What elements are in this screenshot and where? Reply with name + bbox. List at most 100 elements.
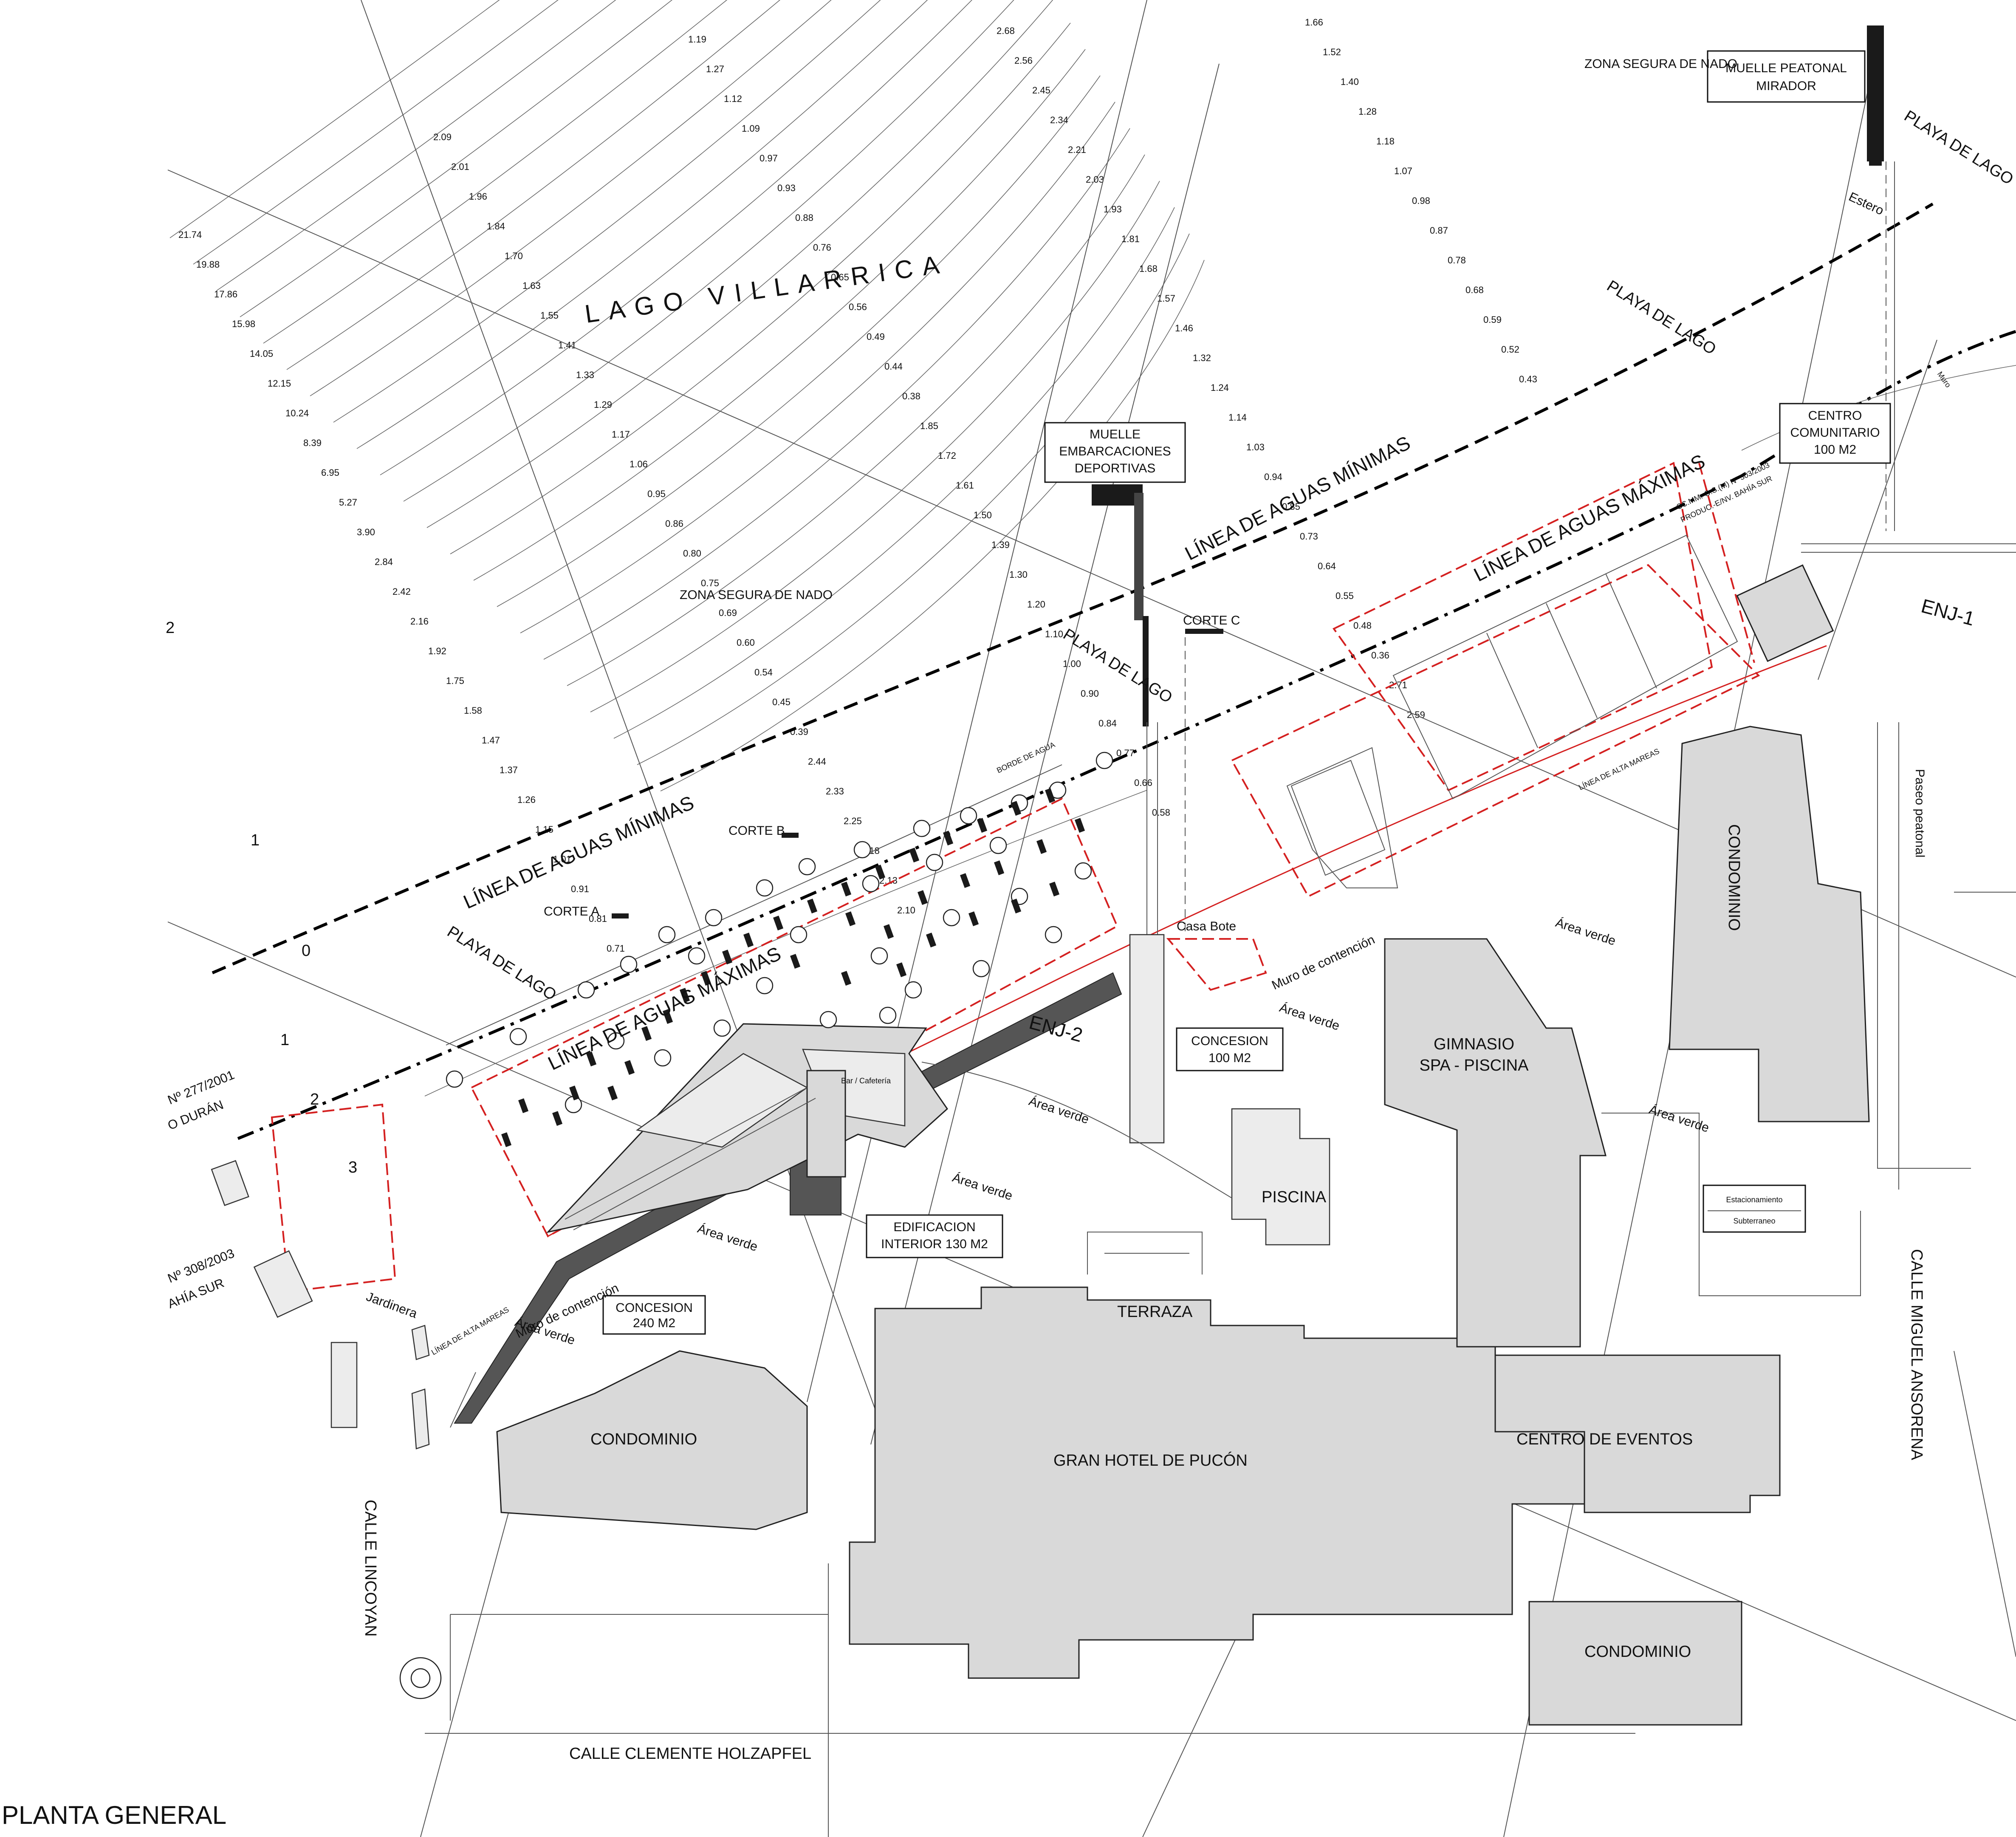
depth-reading: 0.49 — [867, 331, 885, 342]
depth-reading: 1.29 — [594, 399, 612, 410]
contour-line — [660, 260, 1205, 791]
depth-reading: 0.91 — [571, 884, 589, 894]
depth-reading: 0.80 — [683, 548, 701, 559]
borde-agua-label: BORDE DE AGUA — [995, 740, 1056, 775]
decreto-left-3: Nº 308/2003 — [166, 1246, 236, 1286]
contour-line — [613, 207, 1175, 739]
contour-line — [543, 128, 1130, 660]
contour-line — [380, 0, 973, 475]
depth-reading: 2.42 — [392, 586, 411, 597]
depth-reading: 0.97 — [760, 153, 778, 164]
beach-table — [807, 899, 818, 914]
umbrella-icon — [913, 820, 931, 837]
depth-reading: 1.47 — [482, 735, 500, 746]
depth-reading: 2.01 — [451, 161, 469, 172]
umbrella-icon — [943, 909, 960, 927]
muelle-peatonal-label-1: MUELLE PEATONAL — [1725, 61, 1847, 75]
concesion-100-label-1: CONCESION — [1191, 1034, 1268, 1048]
beach-table — [1045, 788, 1056, 803]
depth-reading: 1.70 — [505, 251, 523, 261]
depth-reading: 1.50 — [974, 510, 992, 520]
condominio-label-1: CONDOMINIO — [590, 1430, 697, 1448]
depth-reading: 0.75 — [701, 578, 719, 588]
casa-bote-label: Casa Bote — [1177, 919, 1236, 933]
beach-table — [641, 1026, 652, 1041]
depth-reading: 0.64 — [1318, 561, 1336, 571]
beach-table — [663, 1009, 673, 1024]
depth-reading: 2.21 — [1068, 144, 1086, 155]
umbrella-icon — [870, 947, 888, 965]
area-verde-3: Área verde — [696, 1221, 760, 1254]
muro-label-2: Muro de contención — [1270, 933, 1377, 992]
depth-reading: 0.81 — [589, 913, 607, 924]
beach-table — [790, 954, 801, 969]
beach-table — [875, 865, 886, 880]
jardinera-label: Jardinera — [364, 1290, 419, 1321]
depth-reading: 1.58 — [464, 705, 482, 716]
depth-reading: 1.01 — [553, 854, 571, 865]
depth-reading: 0.59 — [1483, 314, 1502, 325]
depth-reading: 2.44 — [808, 756, 826, 767]
lake-name: LAGO VILLARRICA — [583, 249, 950, 328]
depth-reading: 1.66 — [1305, 17, 1323, 28]
depth-reading: 0.93 — [777, 183, 796, 193]
site-furniture — [211, 1160, 442, 1699]
beach-table — [994, 860, 1005, 876]
beach-table — [700, 971, 712, 986]
beach-table — [926, 933, 937, 948]
corte-b-label: CORTE B — [728, 824, 785, 838]
depth-reading: 2.25 — [844, 816, 862, 826]
swim-zone-label: ZONA SEGURA DE NADO — [680, 588, 833, 602]
area-verde-6: Área verde — [1554, 916, 1618, 948]
estacionamiento-label-1: Estacionamiento — [1726, 1195, 1782, 1204]
depth-reading: 0.95 — [647, 489, 666, 499]
depth-reading: 19.88 — [196, 259, 220, 270]
beach-furniture — [446, 752, 1113, 1147]
umbrella-icon — [654, 1049, 672, 1067]
contour-line — [263, 0, 728, 344]
depth-reading: 1.46 — [1175, 323, 1193, 333]
gran-hotel-label: GRAN HOTEL DE PUCÓN — [1053, 1451, 1248, 1470]
contour-number-1: 1 — [280, 1031, 289, 1049]
beach-table — [1049, 882, 1060, 897]
beach-table — [909, 848, 920, 863]
depth-reading: 2.84 — [375, 557, 393, 567]
depth-reading: 2.33 — [826, 786, 844, 797]
depth-reading: 1.24 — [1211, 382, 1229, 393]
umbrella-icon — [853, 841, 871, 859]
contour-line — [356, 0, 928, 449]
alta-mareas-label-2: LÍNEA DE ALTA MAREAS — [1577, 747, 1660, 792]
muelle-embarcaciones-label-1: MUELLE — [1090, 427, 1141, 441]
beach-table — [1075, 818, 1085, 833]
depth-reading: 0.88 — [795, 212, 813, 223]
umbrella-icon — [688, 947, 706, 965]
depth-reading: 6.95 — [321, 467, 339, 478]
umbrella-icon — [756, 977, 774, 995]
corte-a-label: CORTE A — [544, 904, 599, 918]
bathymetry-contours — [169, 0, 1205, 791]
beach-table — [722, 950, 733, 965]
depth-reading: 1.32 — [1193, 353, 1211, 363]
depth-reading: 2.45 — [1032, 85, 1050, 96]
depth-reading: 0.78 — [1448, 255, 1466, 266]
depth-reading: 0.98 — [1412, 195, 1430, 206]
community-centre — [1736, 543, 2016, 662]
contour-line — [403, 0, 1014, 502]
condominio-label-2: CONDOMINIO — [1584, 1643, 1691, 1661]
depth-reading: 0.48 — [1353, 620, 1372, 631]
high-water-line-label-2: LÍNEA DE AGUAS MÁXIMAS — [1470, 450, 1708, 586]
umbrella-icon — [620, 955, 638, 973]
beach-table — [501, 1132, 512, 1147]
contour-number-4: 1 — [251, 831, 260, 849]
umbrella-icon — [960, 807, 977, 825]
calle-miguel-label: CALLE MIGUEL ANSORENA — [1908, 1249, 1926, 1461]
beach-table — [841, 971, 852, 986]
depth-reading: 0.85 — [1282, 501, 1300, 512]
estero-label: Estero — [1847, 189, 1886, 218]
depth-reading: 2.56 — [1014, 55, 1033, 66]
depth-reading: 1.61 — [956, 480, 974, 491]
depth-reading: 1.17 — [612, 429, 630, 440]
beach-table — [773, 916, 784, 931]
umbrella-icon — [713, 1019, 731, 1037]
